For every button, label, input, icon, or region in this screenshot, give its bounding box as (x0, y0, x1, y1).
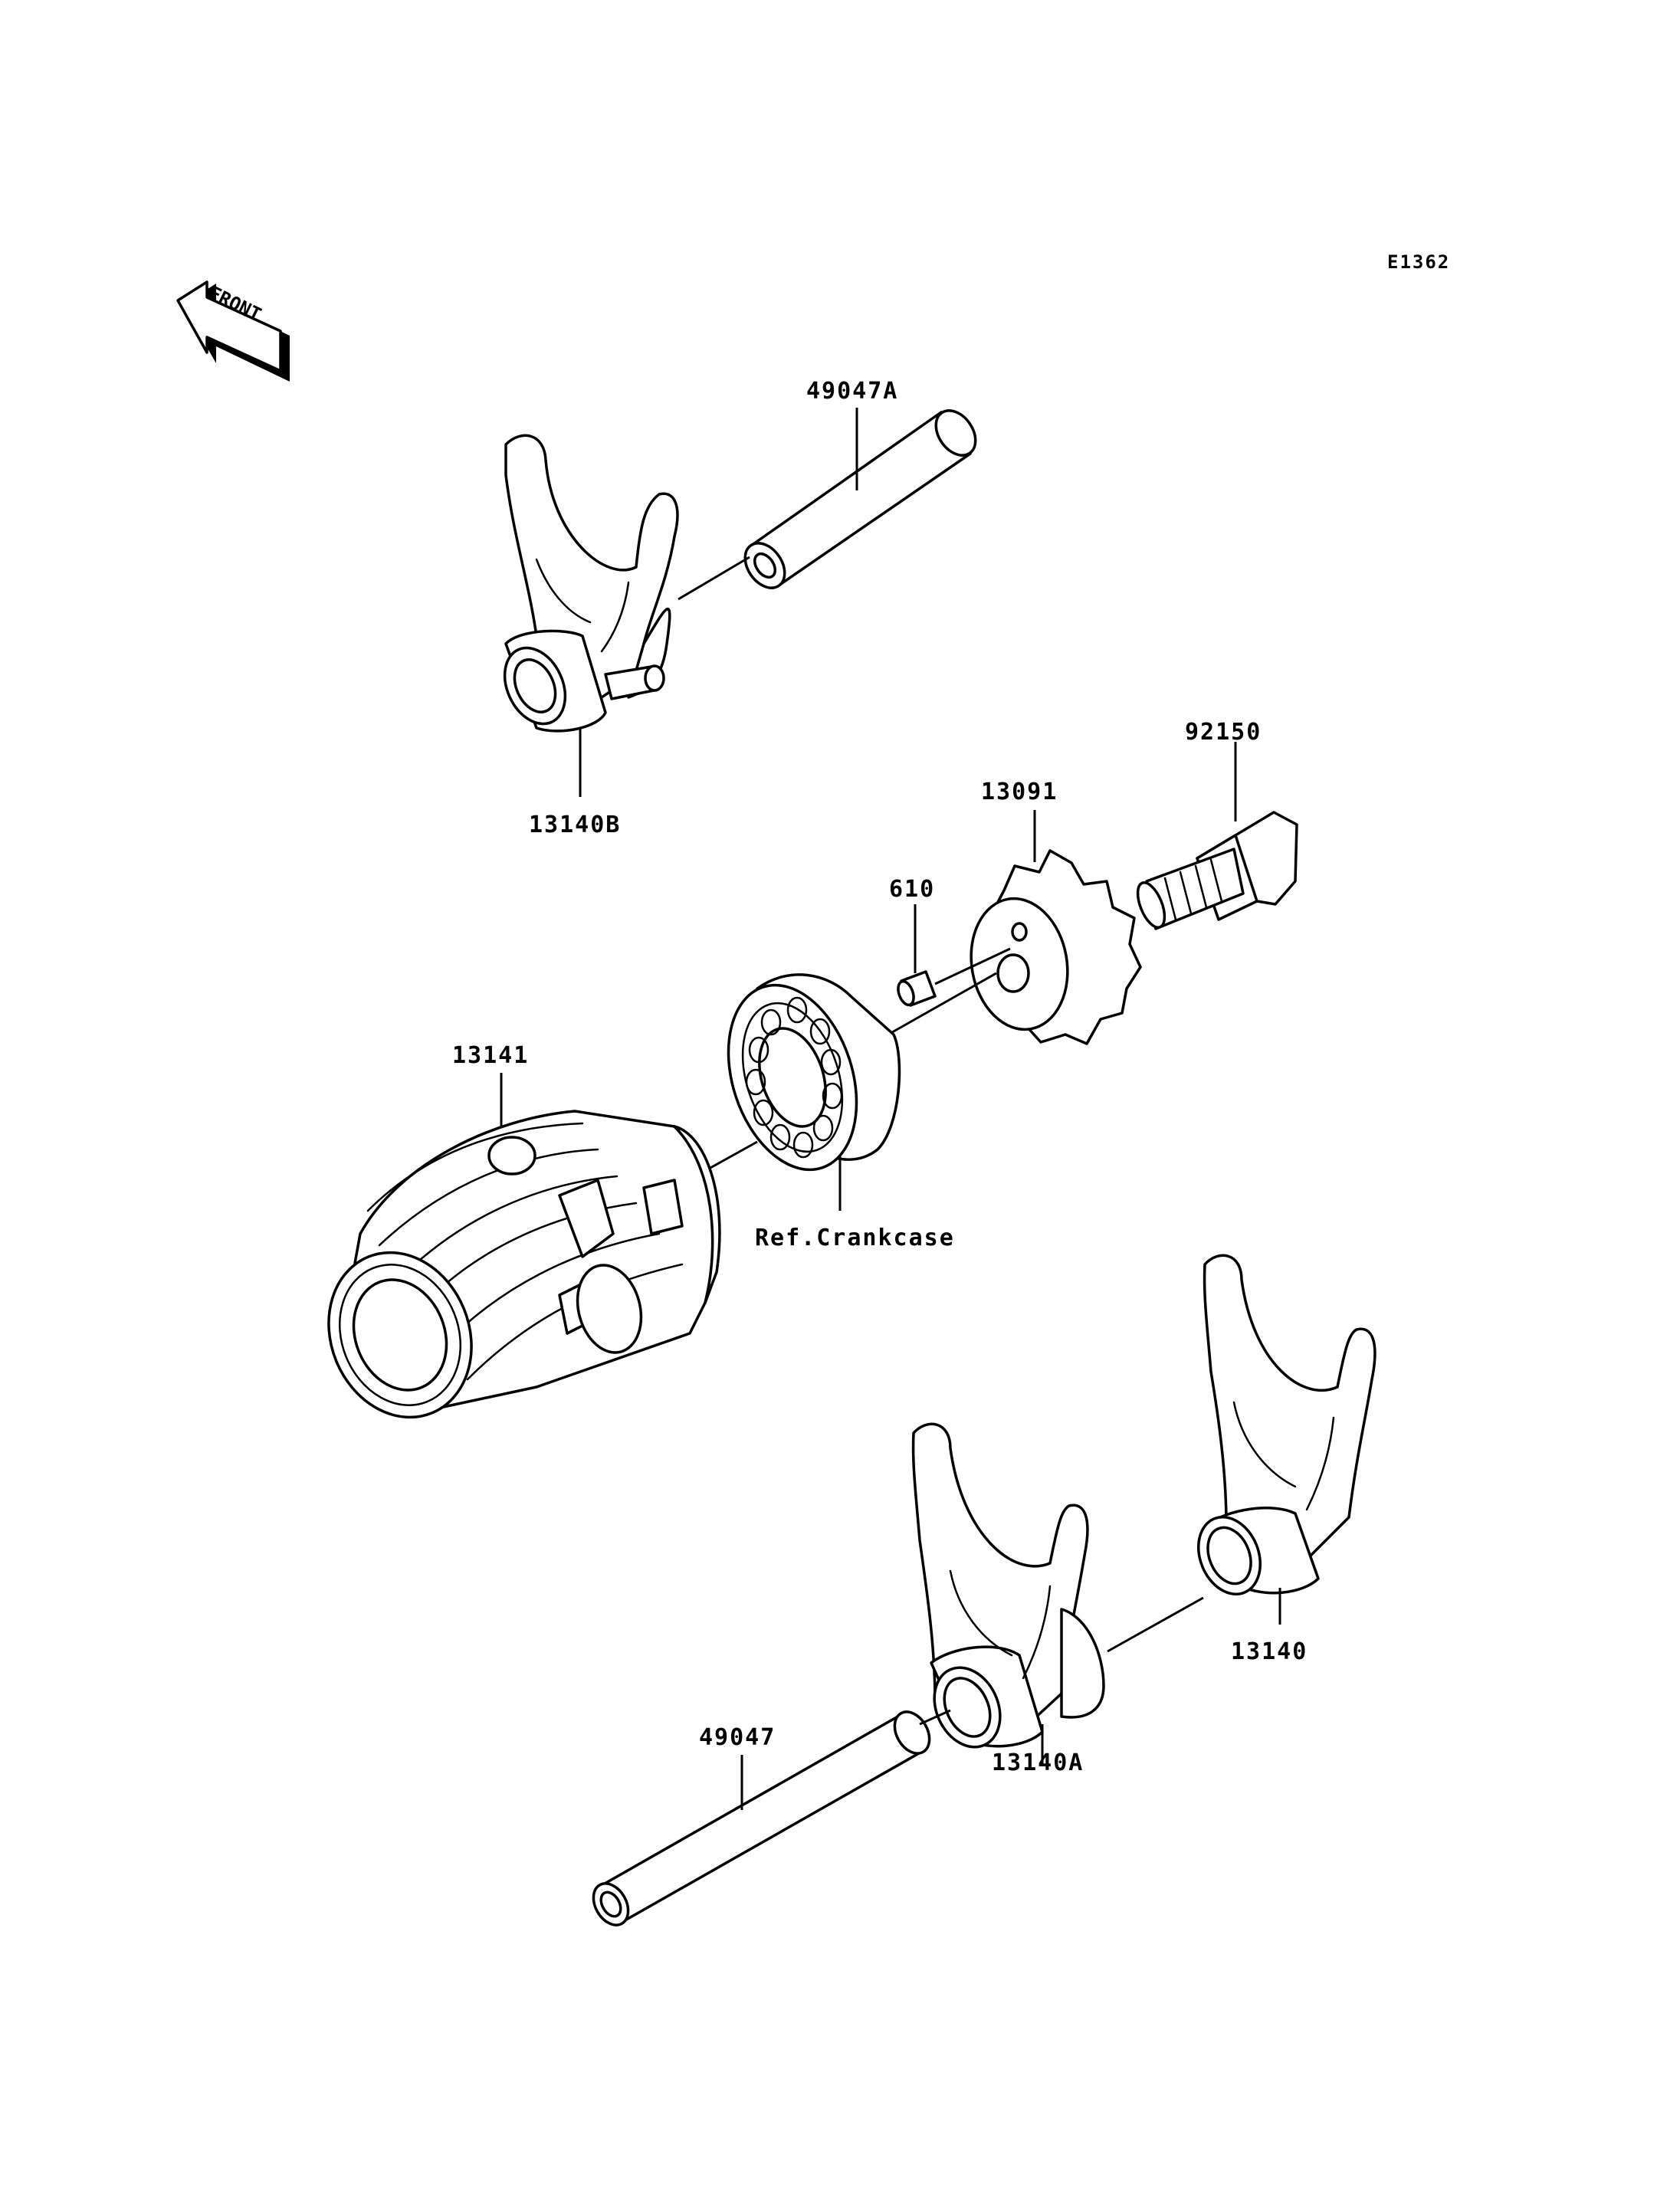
bearing (727, 973, 901, 1172)
label-13140A: 13140A (992, 1749, 1084, 1776)
pin (897, 970, 937, 1007)
shift-drum (327, 1110, 721, 1419)
label-13140B: 13140B (529, 812, 621, 838)
label-ref-crankcase: Ref.Crankcase (755, 1225, 955, 1251)
label-49047: 49047 (699, 1724, 776, 1751)
front-arrow-icon: FRONT (176, 280, 290, 382)
label-13140: 13140 (1231, 1638, 1308, 1665)
label-92150: 92150 (1185, 719, 1262, 746)
shift-fork-right (1196, 1254, 1376, 1596)
shift-fork-upper (503, 434, 679, 733)
diagram-code: E1362 (1387, 251, 1450, 273)
shift-rod-lower (592, 1710, 931, 1926)
label-13091: 13091 (981, 779, 1058, 805)
shift-rod-upper (743, 409, 977, 589)
bolt (1136, 811, 1298, 930)
label-49047A: 49047A (806, 378, 898, 405)
label-13141: 13141 (452, 1042, 529, 1069)
shift-fork-lower (911, 1422, 1105, 1749)
cam-plate (970, 849, 1142, 1045)
label-610: 610 (889, 876, 935, 903)
